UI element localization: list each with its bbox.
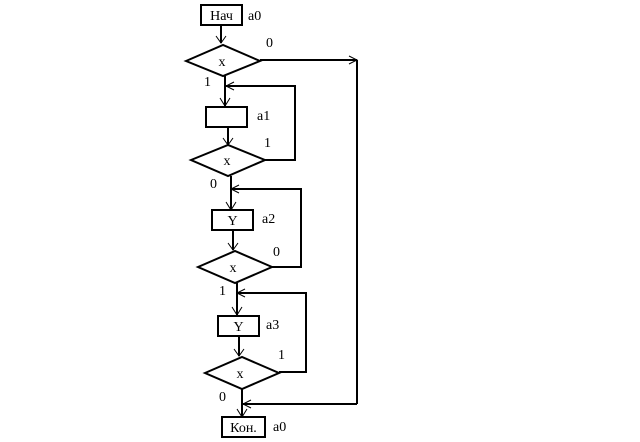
condition-2-label: x (224, 154, 231, 169)
condition-1-label: x (219, 55, 226, 70)
state-label-end: a0 (273, 420, 286, 435)
arrowhead (224, 81, 235, 91)
branch-3-continue-label: 1 (219, 284, 226, 299)
loop-4-line (237, 292, 307, 373)
state-label-1: a1 (257, 109, 270, 124)
end-block-label: Кон. (230, 421, 257, 436)
loop-3-line (231, 188, 302, 268)
state-label-start: a0 (248, 9, 261, 24)
state-label-2: a2 (262, 212, 275, 227)
arrowhead (233, 348, 245, 357)
condition-3-label: x (230, 261, 237, 276)
block-a1 (205, 106, 248, 128)
arrowhead (215, 35, 227, 44)
branch-4-loop-label: 1 (278, 348, 285, 363)
arrowhead (227, 242, 239, 251)
branch-2-continue-label: 0 (210, 177, 217, 192)
condition-4-label: x (237, 367, 244, 382)
branch-1-exit-label: 0 (266, 36, 273, 51)
block-a2-label: Y (227, 214, 237, 229)
end-block (221, 416, 266, 438)
state-label-3: a3 (266, 318, 279, 333)
arrowhead (229, 184, 240, 194)
branch-2-loop-label: 1 (264, 136, 271, 151)
block-a3-label: Y (233, 320, 243, 335)
arrowhead (235, 288, 246, 298)
start-block-label: Нач (210, 9, 233, 24)
branch-3-loop-label: 0 (273, 245, 280, 260)
branch-4-continue-label: 0 (219, 390, 226, 405)
branch-1-continue-label: 1 (204, 75, 211, 90)
loop-2-line (226, 85, 296, 161)
